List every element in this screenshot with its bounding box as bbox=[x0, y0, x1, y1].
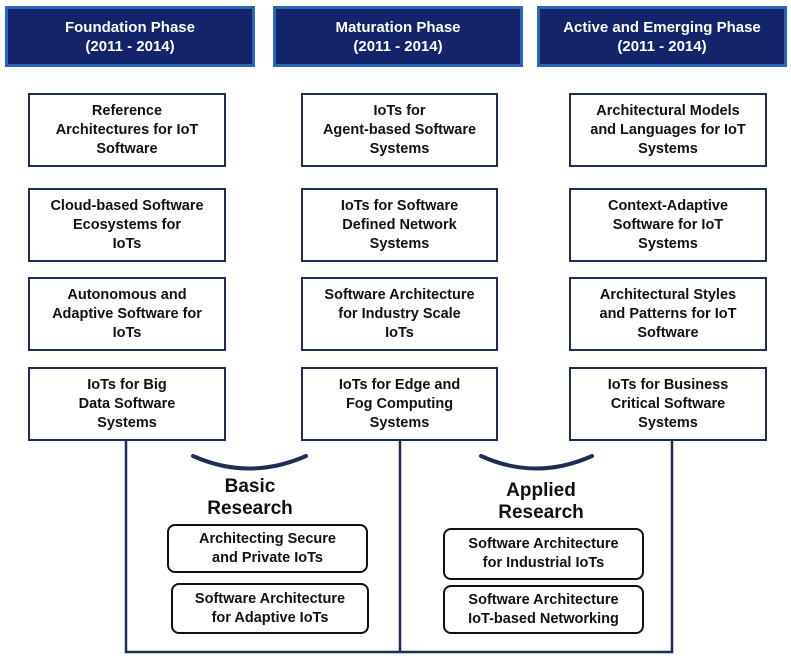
applied-research-arc bbox=[479, 454, 594, 471]
phase-years: (2011 - 2014) bbox=[85, 37, 175, 55]
phase-header-active-emerging: Active and Emerging Phase (2011 - 2014) bbox=[537, 6, 787, 67]
topic-box: Software Architecture for Industry Scale… bbox=[301, 277, 498, 351]
phase-years: (2011 - 2014) bbox=[353, 37, 443, 55]
topic-box: IoTs for Big Data Software Systems bbox=[28, 367, 226, 441]
basic-research-arc bbox=[191, 454, 308, 471]
topic-box: Architectural Styles and Patterns for Io… bbox=[569, 277, 767, 351]
phase-name: Foundation Phase bbox=[64, 18, 195, 36]
applied-research-title: Applied Research bbox=[498, 480, 584, 523]
phase-header-maturation: Maturation Phase (2011 - 2014) bbox=[273, 6, 523, 67]
phase-name: Maturation Phase bbox=[335, 18, 461, 36]
topic-box: IoTs for Software Defined Network System… bbox=[301, 188, 498, 262]
basic-research-title: Basic Research bbox=[207, 476, 293, 519]
topic-box: IoTs for Business Critical Software Syst… bbox=[569, 367, 767, 441]
topic-box: Reference Architectures for IoT Software bbox=[28, 93, 226, 167]
basic-research-item: Software Architecture for Adaptive IoTs bbox=[171, 583, 369, 634]
applied-research-item: Software Architecture for Industrial IoT… bbox=[443, 528, 644, 580]
phase-years: (2011 - 2014) bbox=[617, 37, 707, 55]
phase-name: Active and Emerging Phase bbox=[563, 18, 761, 36]
basic-research-item: Architecting Secure and Private IoTs bbox=[167, 524, 368, 573]
topic-box: Cloud-based Software Ecosystems for IoTs bbox=[28, 188, 226, 262]
topic-box: Autonomous and Adaptive Software for IoT… bbox=[28, 277, 226, 351]
topic-box: IoTs for Edge and Fog Computing Systems bbox=[301, 367, 498, 441]
topic-box: Architectural Models and Languages for I… bbox=[569, 93, 767, 167]
topic-box: Context-Adaptive Software for IoT System… bbox=[569, 188, 767, 262]
topic-box: IoTs for Agent-based Software Systems bbox=[301, 93, 498, 167]
phase-header-foundation: Foundation Phase (2011 - 2014) bbox=[5, 6, 255, 67]
applied-research-item: Software Architecture IoT-based Networki… bbox=[443, 585, 644, 634]
